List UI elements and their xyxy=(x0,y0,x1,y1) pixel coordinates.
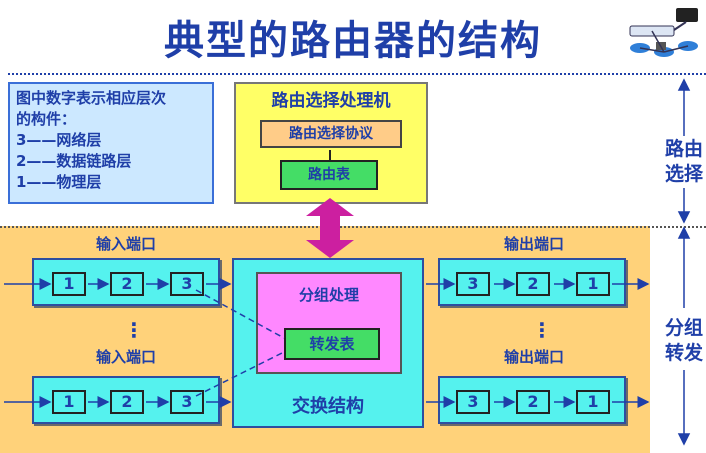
side-label-line: 选择 xyxy=(664,163,703,185)
layer-1-box: 1 xyxy=(576,272,610,296)
layer-2-box: 2 xyxy=(516,272,550,296)
side-label-line: 路由 xyxy=(664,138,703,160)
routing-side-label: 路由 选择 xyxy=(659,137,706,187)
layer-2-box: 2 xyxy=(110,390,144,414)
layer-1-box: 1 xyxy=(52,272,86,296)
layer-2-box: 2 xyxy=(516,390,550,414)
network-devices-icon xyxy=(629,8,698,57)
ellipsis: ⋮ xyxy=(532,318,552,342)
legend-box: 图中数字表示相应层次 的构件： 3——网络层 2——数据链路层 1——物理层 xyxy=(8,82,214,204)
routing-processor-title: 路由选择处理机 xyxy=(271,91,391,111)
side-label-line: 分组 xyxy=(664,317,703,339)
page-title: 典型的路由器的结构 xyxy=(164,18,542,64)
packet-processing-label: 分组处理 xyxy=(298,286,359,304)
output-port-label: 输出端口 xyxy=(503,348,564,366)
top-divider xyxy=(8,73,706,75)
legend-line: 图中数字表示相应层次 xyxy=(16,89,167,107)
bidirectional-arrow-icon xyxy=(306,198,354,258)
input-port-label: 输入端口 xyxy=(95,235,156,253)
side-label-line: 转发 xyxy=(664,342,703,364)
output-port-label: 输出端口 xyxy=(503,235,564,253)
legend-line: 1——物理层 xyxy=(16,173,102,191)
layer-2-box: 2 xyxy=(110,272,144,296)
layer-3-box: 3 xyxy=(456,272,490,296)
legend-line: 的构件： xyxy=(16,110,77,128)
switch-fabric-label: 交换结构 xyxy=(292,396,364,417)
legend-line: 2——数据链路层 xyxy=(16,152,132,170)
layer-1-box: 1 xyxy=(576,390,610,414)
input-port-label: 输入端口 xyxy=(95,348,156,366)
routing-protocol-box: 路由选择协议 xyxy=(260,120,402,148)
layer-1-box: 1 xyxy=(52,390,86,414)
forwarding-side-label: 分组 转发 xyxy=(659,316,706,366)
ellipsis: ⋮ xyxy=(124,318,144,342)
layer-3-box: 3 xyxy=(456,390,490,414)
routing-table-box: 路由表 xyxy=(280,160,378,190)
forwarding-divider xyxy=(0,226,706,228)
legend-line: 3——网络层 xyxy=(16,131,102,149)
forwarding-table-box: 转发表 xyxy=(284,328,380,360)
connector-line xyxy=(329,150,331,160)
